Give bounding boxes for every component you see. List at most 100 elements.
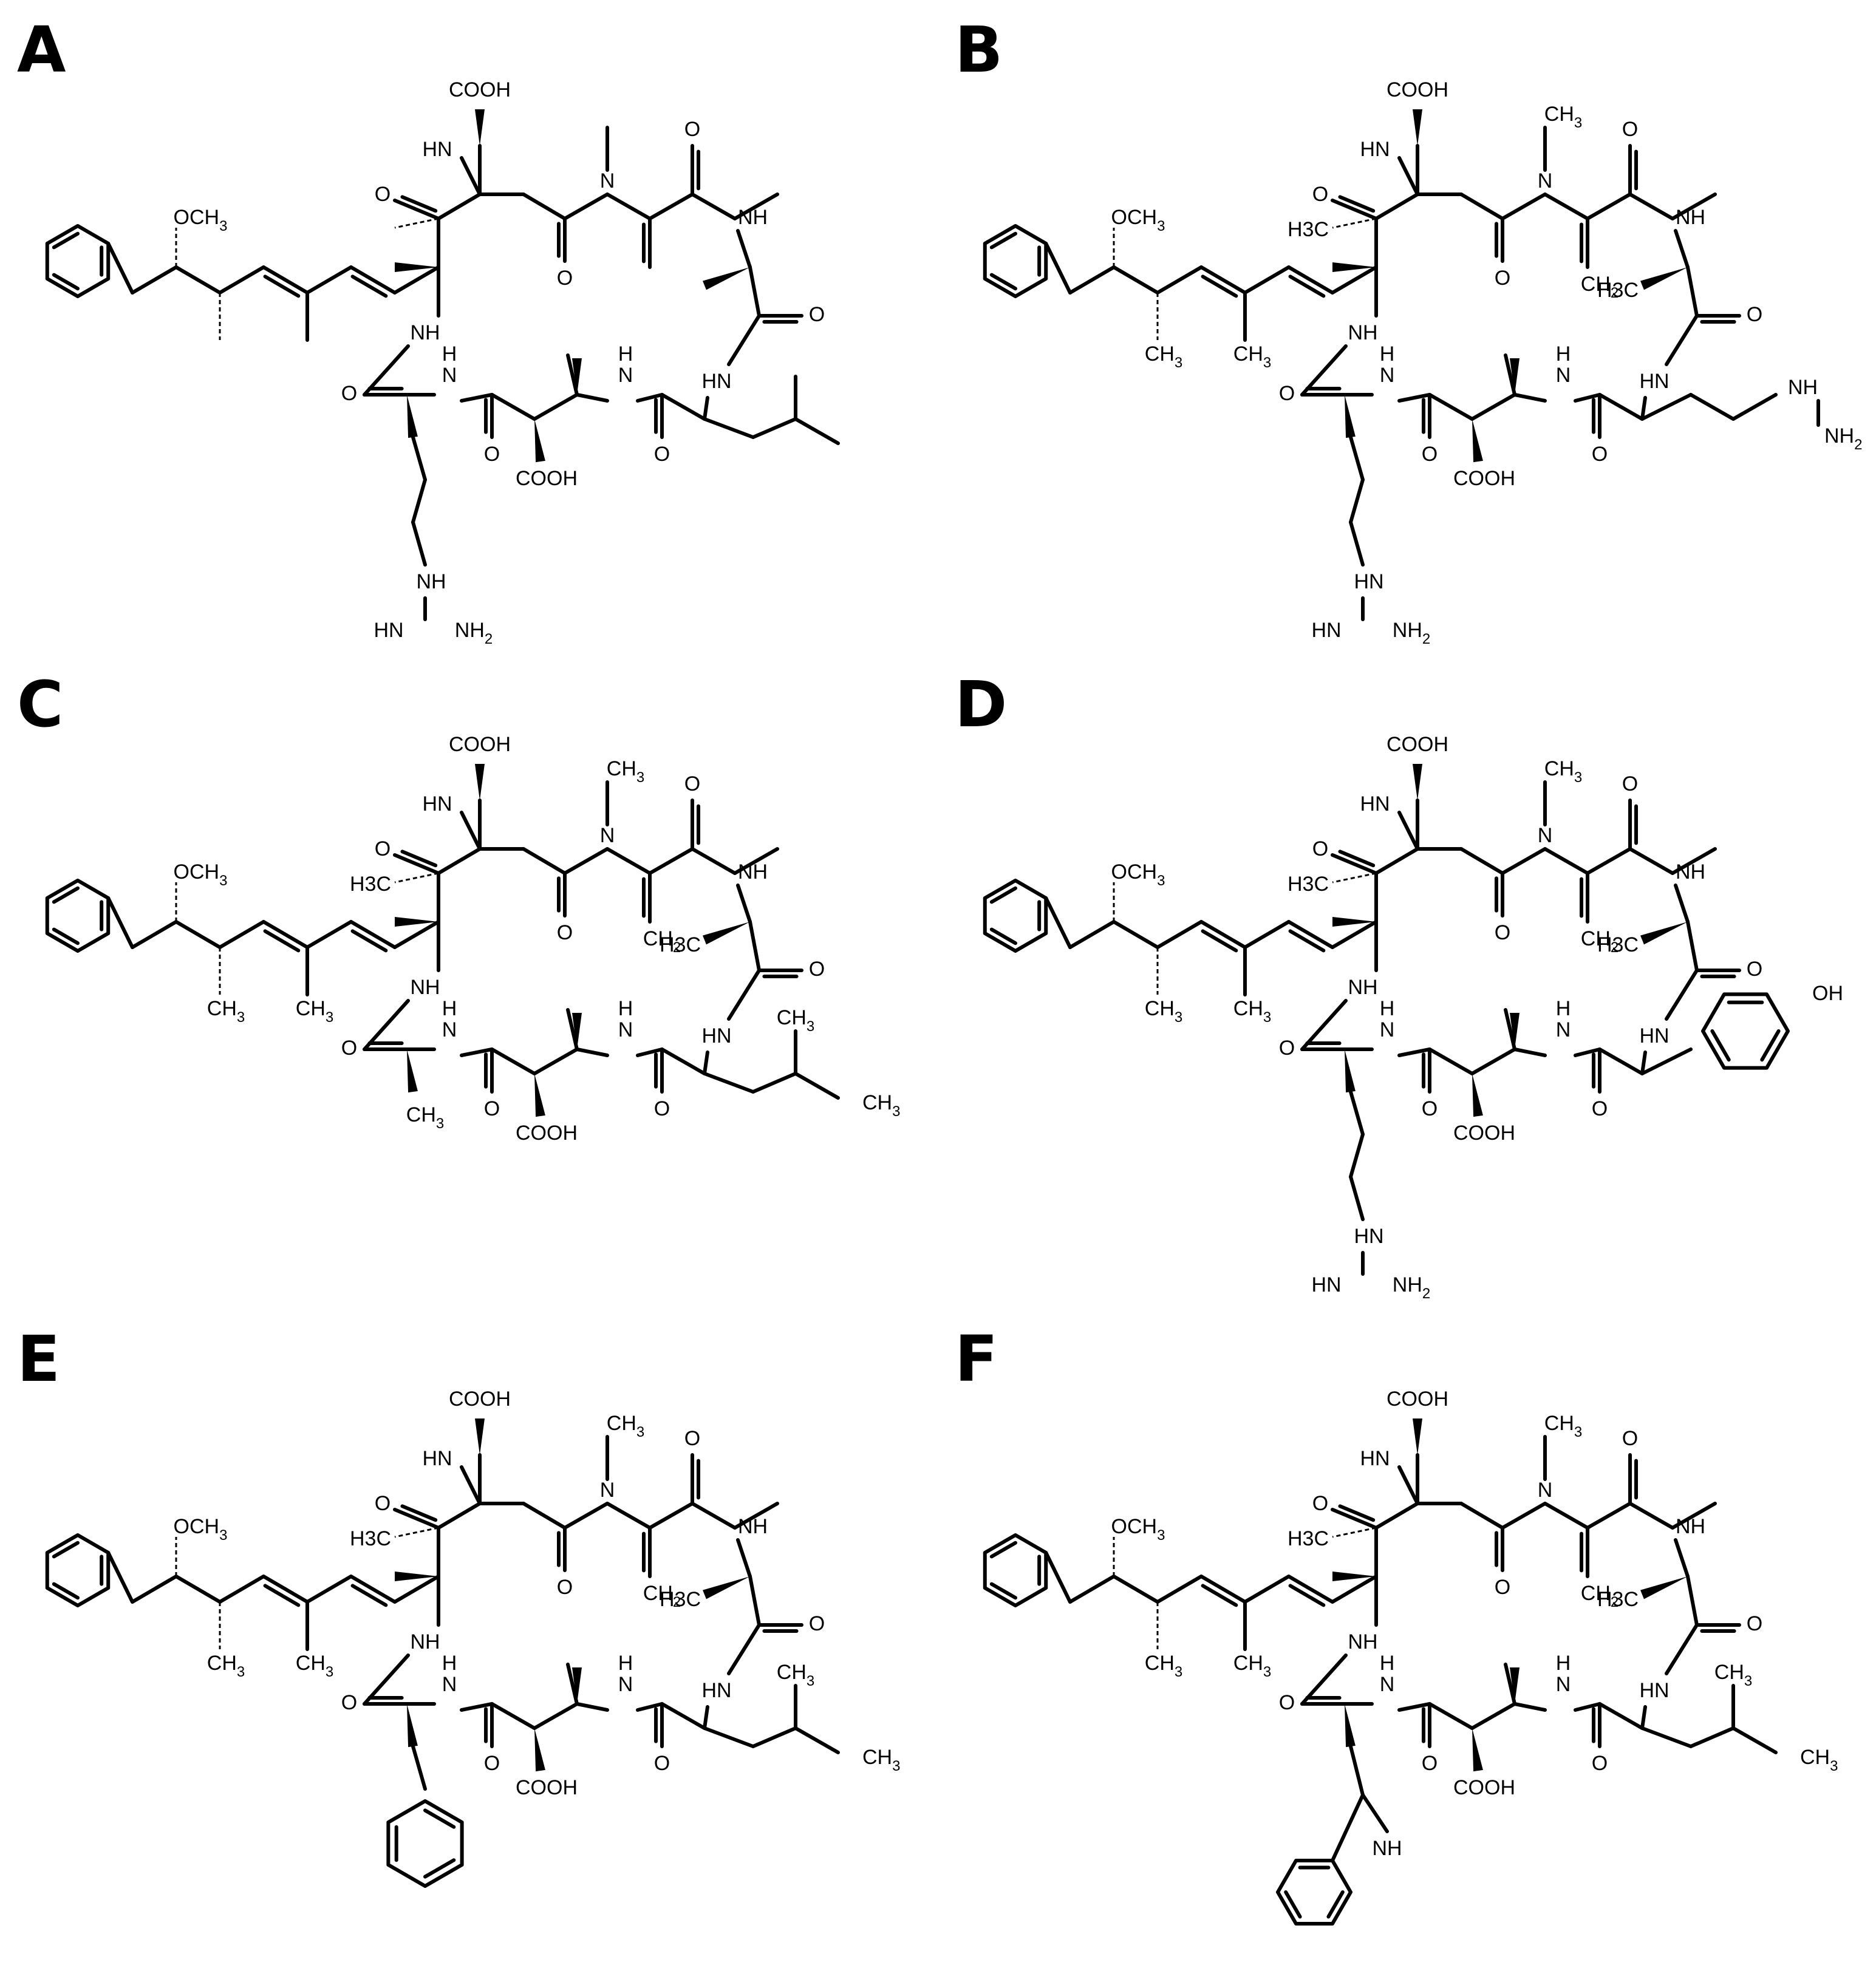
atom-label: O	[1747, 1612, 1762, 1635]
bond	[533, 1047, 579, 1075]
bond	[794, 417, 840, 445]
wedge-bond	[1472, 1074, 1483, 1117]
atom-label: N	[1556, 364, 1571, 387]
bond	[703, 1051, 709, 1075]
bond	[1397, 1465, 1419, 1505]
atom-label: HN	[1639, 1679, 1669, 1702]
bond	[263, 929, 301, 953]
atom-label: CH3	[1233, 342, 1271, 371]
atom-label: COOH	[516, 1122, 578, 1145]
bond	[648, 847, 694, 875]
bond	[1574, 393, 1601, 403]
atom-label: NH	[1676, 206, 1705, 229]
bond	[1428, 1047, 1474, 1075]
atom-label: H3C	[660, 1588, 701, 1611]
bond	[411, 478, 427, 524]
wedge-bond	[1345, 395, 1356, 438]
bond	[736, 1538, 752, 1578]
bond	[131, 1575, 178, 1604]
atom-label: N	[442, 1673, 457, 1696]
atom-label: H	[1380, 1652, 1395, 1675]
atom-label: O	[1312, 837, 1328, 860]
bond	[563, 1502, 609, 1530]
bond	[400, 1504, 438, 1522]
atom-label: CH3	[1145, 1652, 1182, 1680]
atom-label: NH	[738, 206, 768, 229]
atom-label: NH	[410, 321, 440, 344]
atom-label: NH2	[1824, 424, 1862, 453]
wedge-bond	[1332, 917, 1376, 927]
bond	[566, 353, 579, 397]
bond	[218, 920, 265, 949]
bond	[1068, 1575, 1116, 1604]
bond	[1338, 850, 1376, 868]
wedge-bond	[407, 395, 418, 438]
wedge-bond	[1640, 267, 1688, 290]
benzene-ring	[45, 224, 111, 298]
bond	[1288, 274, 1326, 298]
bond	[748, 1575, 761, 1627]
bond	[393, 1575, 440, 1604]
bond	[733, 192, 779, 220]
bond	[1686, 920, 1699, 972]
bond	[1044, 896, 1072, 949]
bond	[1397, 156, 1419, 196]
bond	[263, 1584, 301, 1607]
wedge-bond	[572, 1013, 582, 1049]
bond	[394, 1527, 439, 1538]
bond	[1068, 265, 1116, 295]
wedge-bond	[1413, 109, 1422, 146]
panel-label: A	[17, 13, 66, 87]
atom-label: COOH	[1387, 1388, 1448, 1411]
bond	[174, 1575, 222, 1604]
bond	[751, 417, 797, 439]
atom-label: CH3	[1544, 1412, 1582, 1440]
bond	[437, 1502, 482, 1530]
bond	[989, 1541, 1017, 1559]
wedge-bond	[407, 1049, 418, 1093]
atom-label: O	[1592, 1097, 1608, 1120]
bond	[460, 1047, 494, 1057]
bond	[363, 344, 410, 397]
bond	[460, 811, 482, 851]
atom-label: O	[1495, 1576, 1510, 1599]
atom-label: OCH3	[1111, 860, 1165, 889]
bond	[393, 265, 440, 295]
bond	[350, 1584, 388, 1607]
bond	[1397, 1702, 1431, 1712]
bond	[1331, 920, 1378, 949]
bond	[394, 872, 439, 884]
wedge-bond	[475, 1418, 485, 1455]
panel-label: D	[955, 667, 1008, 741]
panel-label: F	[955, 1322, 998, 1396]
wedge-bond	[1510, 1667, 1520, 1704]
bond	[52, 273, 80, 291]
wedge-bond	[1413, 764, 1422, 800]
bond	[1331, 1575, 1378, 1604]
bond	[1760, 1029, 1781, 1062]
atom-label: HN	[701, 1679, 731, 1702]
bond	[350, 274, 388, 298]
bond	[1374, 192, 1419, 220]
atom-label: O	[1495, 267, 1510, 290]
atom-label: CH3	[207, 1652, 245, 1680]
atom-label: CH3	[296, 997, 333, 1026]
bond	[605, 847, 652, 875]
atom-label: HN	[701, 370, 731, 393]
atom-label: N	[1380, 1018, 1395, 1041]
bond	[437, 192, 482, 220]
atom-label: N	[600, 169, 615, 192]
bond	[1428, 393, 1474, 421]
atom-label: H	[1556, 342, 1571, 366]
bond	[1689, 1726, 1735, 1748]
benzene-ring	[386, 1799, 464, 1888]
bond	[262, 920, 309, 949]
bond	[1674, 229, 1690, 269]
bond	[1338, 195, 1376, 213]
bond	[1640, 393, 1693, 421]
bond	[1349, 520, 1365, 567]
atom-label: O	[484, 1752, 500, 1775]
atom-label: HN	[1354, 1225, 1383, 1248]
bond	[691, 847, 737, 875]
bond	[733, 847, 779, 875]
